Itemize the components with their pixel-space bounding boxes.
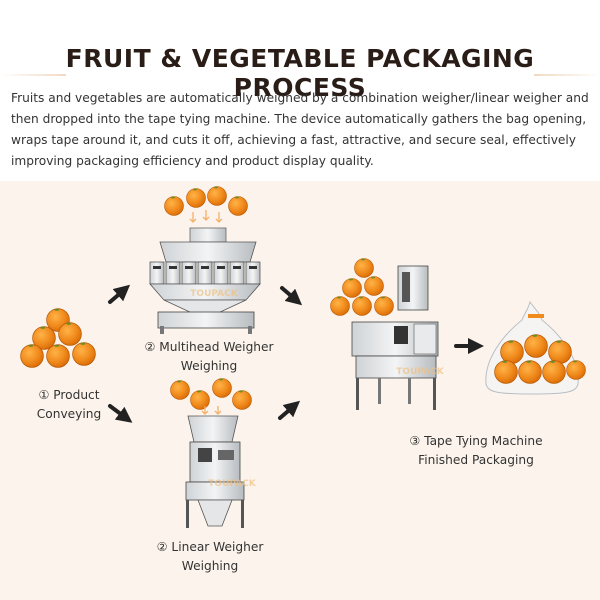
watermark-multihead: TOUPACK [190, 289, 238, 299]
linear-weigher-image: TOUPACK [170, 378, 257, 528]
tape-tying-machine-image: TOUPACK [330, 258, 445, 410]
arrow-to-linear [108, 404, 133, 423]
step-tape-title: ③ Tape Tying Machine [409, 434, 543, 448]
arrow-linear-to-tape [278, 400, 301, 420]
title-rule-left [0, 74, 66, 76]
watermark-tape: TOUPACK [396, 367, 444, 377]
step-linear-subtitle: Weighing [181, 559, 239, 573]
step-multihead-title: ② Multihead Weigher [144, 340, 274, 354]
step-product-title: ① Product [38, 388, 100, 402]
intro-paragraph: Fruits and vegetables are automatically … [11, 91, 589, 168]
watermark-linear: TOUPACK [208, 479, 256, 489]
step-label-product: ① Product Conveying [14, 386, 124, 424]
arrow-multihead-to-tape [280, 286, 303, 306]
step-product-subtitle: Conveying [36, 407, 102, 421]
step-label-multihead: ② Multihead Weigher Weighing [134, 338, 284, 376]
step-tape-subtitle: Finished Packaging [418, 453, 534, 467]
step-multihead-subtitle: Weighing [180, 359, 238, 373]
page-title: FRUIT & VEGETABLE PACKAGING PROCESS [65, 44, 535, 102]
step-linear-title: ② Linear Weigher [156, 540, 264, 554]
multihead-weigher-image [149, 186, 261, 334]
bagged-oranges-image [485, 300, 586, 395]
arrow-to-multihead [108, 284, 131, 304]
title-rule-right [534, 74, 600, 76]
orange-pile-image [20, 308, 96, 368]
step-label-linear: ② Linear Weigher Weighing [140, 538, 280, 576]
step-label-tape: ③ Tape Tying Machine Finished Packaging [396, 432, 556, 470]
